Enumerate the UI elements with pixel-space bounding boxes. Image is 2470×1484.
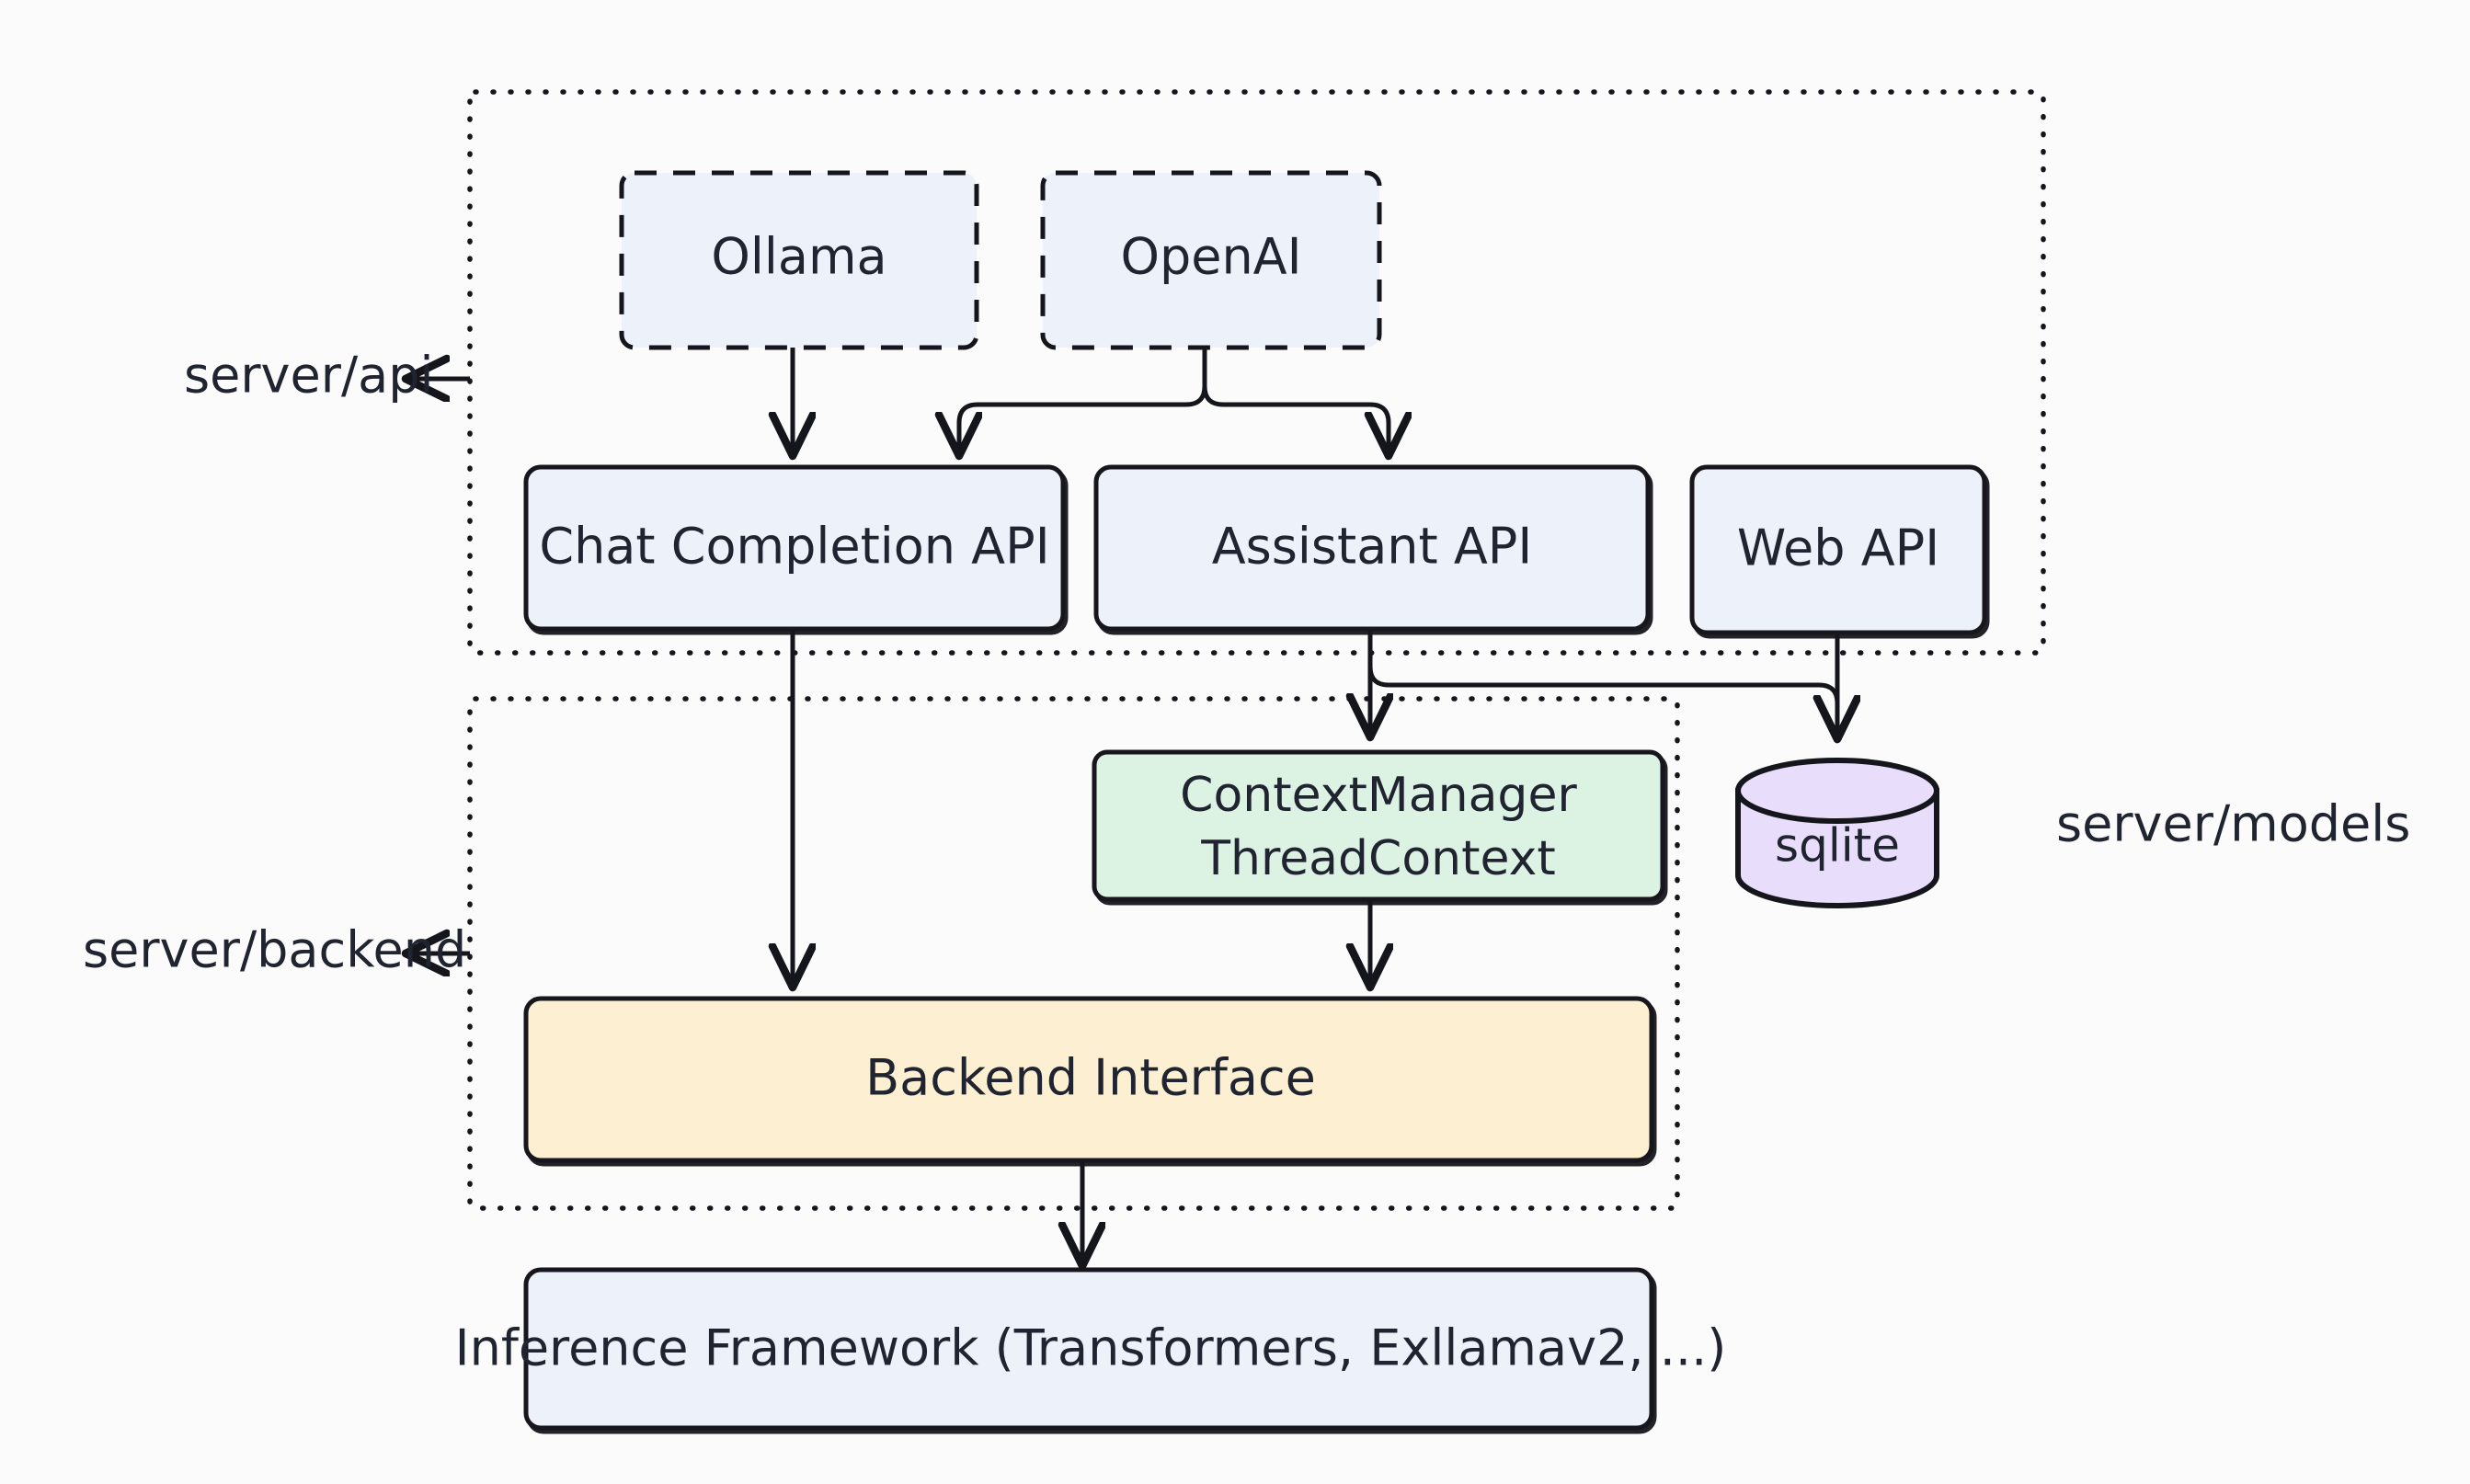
node-sqlite-label: sqlite bbox=[1775, 819, 1900, 873]
group-label-server-backend: server/backend bbox=[83, 921, 466, 979]
node-openai-shape bbox=[1040, 170, 1382, 350]
node-assistant-api-label: Assistant API bbox=[1212, 518, 1533, 576]
node-context-manager-label-line1: ContextManager bbox=[1180, 768, 1577, 823]
edge-openai-to-chat-api bbox=[959, 348, 1207, 454]
node-openai-label: OpenAI bbox=[1120, 228, 1301, 286]
node-web-api[interactable]: Web API bbox=[1689, 464, 1987, 635]
node-web-api-shape bbox=[1689, 464, 1987, 635]
node-ollama[interactable]: Ollama bbox=[619, 170, 979, 350]
node-sqlite[interactable]: sqlite bbox=[1735, 758, 1939, 908]
node-inference-framework[interactable]: Inference Framework (Transformers, Exlla… bbox=[455, 1267, 1727, 1431]
edge-openai-to-assistant-api bbox=[1202, 348, 1389, 454]
node-sqlite-top bbox=[1735, 758, 1939, 824]
node-backend-interface[interactable]: Backend Interface bbox=[523, 996, 1654, 1163]
node-backend-interface-label: Backend Interface bbox=[865, 1049, 1316, 1107]
node-chat-completion-api[interactable]: Chat Completion API bbox=[523, 464, 1066, 632]
node-chat-completion-api-label: Chat Completion API bbox=[539, 518, 1049, 576]
node-inference-framework-shape bbox=[523, 1267, 1654, 1431]
node-inference-framework-label: Inference Framework (Transformers, Exlla… bbox=[455, 1319, 1727, 1377]
node-ollama-label: Ollama bbox=[711, 228, 886, 286]
node-ollama-shape bbox=[619, 170, 979, 350]
node-context-manager[interactable]: ContextManager ThreadContext bbox=[1092, 749, 1665, 902]
node-context-manager-label-line2: ThreadContext bbox=[1200, 831, 1556, 886]
node-assistant-api[interactable]: Assistant API bbox=[1093, 464, 1651, 632]
node-context-manager-shape bbox=[1092, 749, 1665, 902]
group-label-server-models: server/models bbox=[2056, 795, 2410, 853]
node-openai[interactable]: OpenAI bbox=[1040, 170, 1382, 350]
edge-assistant-api-to-sqlite bbox=[1367, 629, 1837, 737]
node-assistant-api-shape bbox=[1093, 464, 1651, 632]
group-label-server-api: server/api bbox=[184, 347, 434, 405]
node-backend-interface-shape bbox=[523, 996, 1654, 1163]
node-chat-completion-api-shape bbox=[523, 464, 1066, 632]
node-web-api-label: Web API bbox=[1737, 519, 1939, 577]
